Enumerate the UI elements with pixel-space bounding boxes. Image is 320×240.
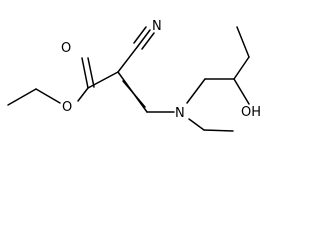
- bond-nitrile-triple-a: [137, 29, 151, 47]
- bond-alpha-nitrile: [117, 45, 139, 73]
- bond-ch2-ch3: [236, 26, 250, 58]
- bond-ethyl-ch3-ch2: [7, 88, 37, 106]
- atom-hydroxyl: OH: [241, 105, 261, 120]
- bond-nitrile-triple-c: [133, 26, 147, 44]
- bond-alkene-double-b: [122, 80, 146, 108]
- bond-oxygen-carbonyl: [77, 87, 89, 102]
- bond-ethyl-ch2-ch2: [35, 88, 61, 104]
- bond-carbonyl-double-a: [81, 57, 89, 89]
- bond-amine-ethyl-ch3: [203, 129, 234, 132]
- bond-nitrile-triple-b: [141, 32, 155, 50]
- chemical-structure-diagram: O O N N OH: [7, 19, 261, 132]
- bond-carbonyl-double-b: [87, 57, 95, 88]
- atom-carbonyl-oxygen: O: [61, 41, 71, 56]
- bond-choh-ch2: [233, 56, 250, 80]
- bond-choh-oh: [233, 78, 250, 105]
- atom-ester-oxygen: O: [62, 100, 72, 115]
- bond-carbonyl-alpha: [87, 71, 119, 89]
- atom-nitrile-nitrogen: N: [152, 19, 162, 34]
- atom-amine-nitrogen: N: [175, 106, 185, 121]
- bond-amine-ethyl-ch2: [188, 118, 205, 131]
- bond-amine-chain-ch2: [186, 78, 206, 104]
